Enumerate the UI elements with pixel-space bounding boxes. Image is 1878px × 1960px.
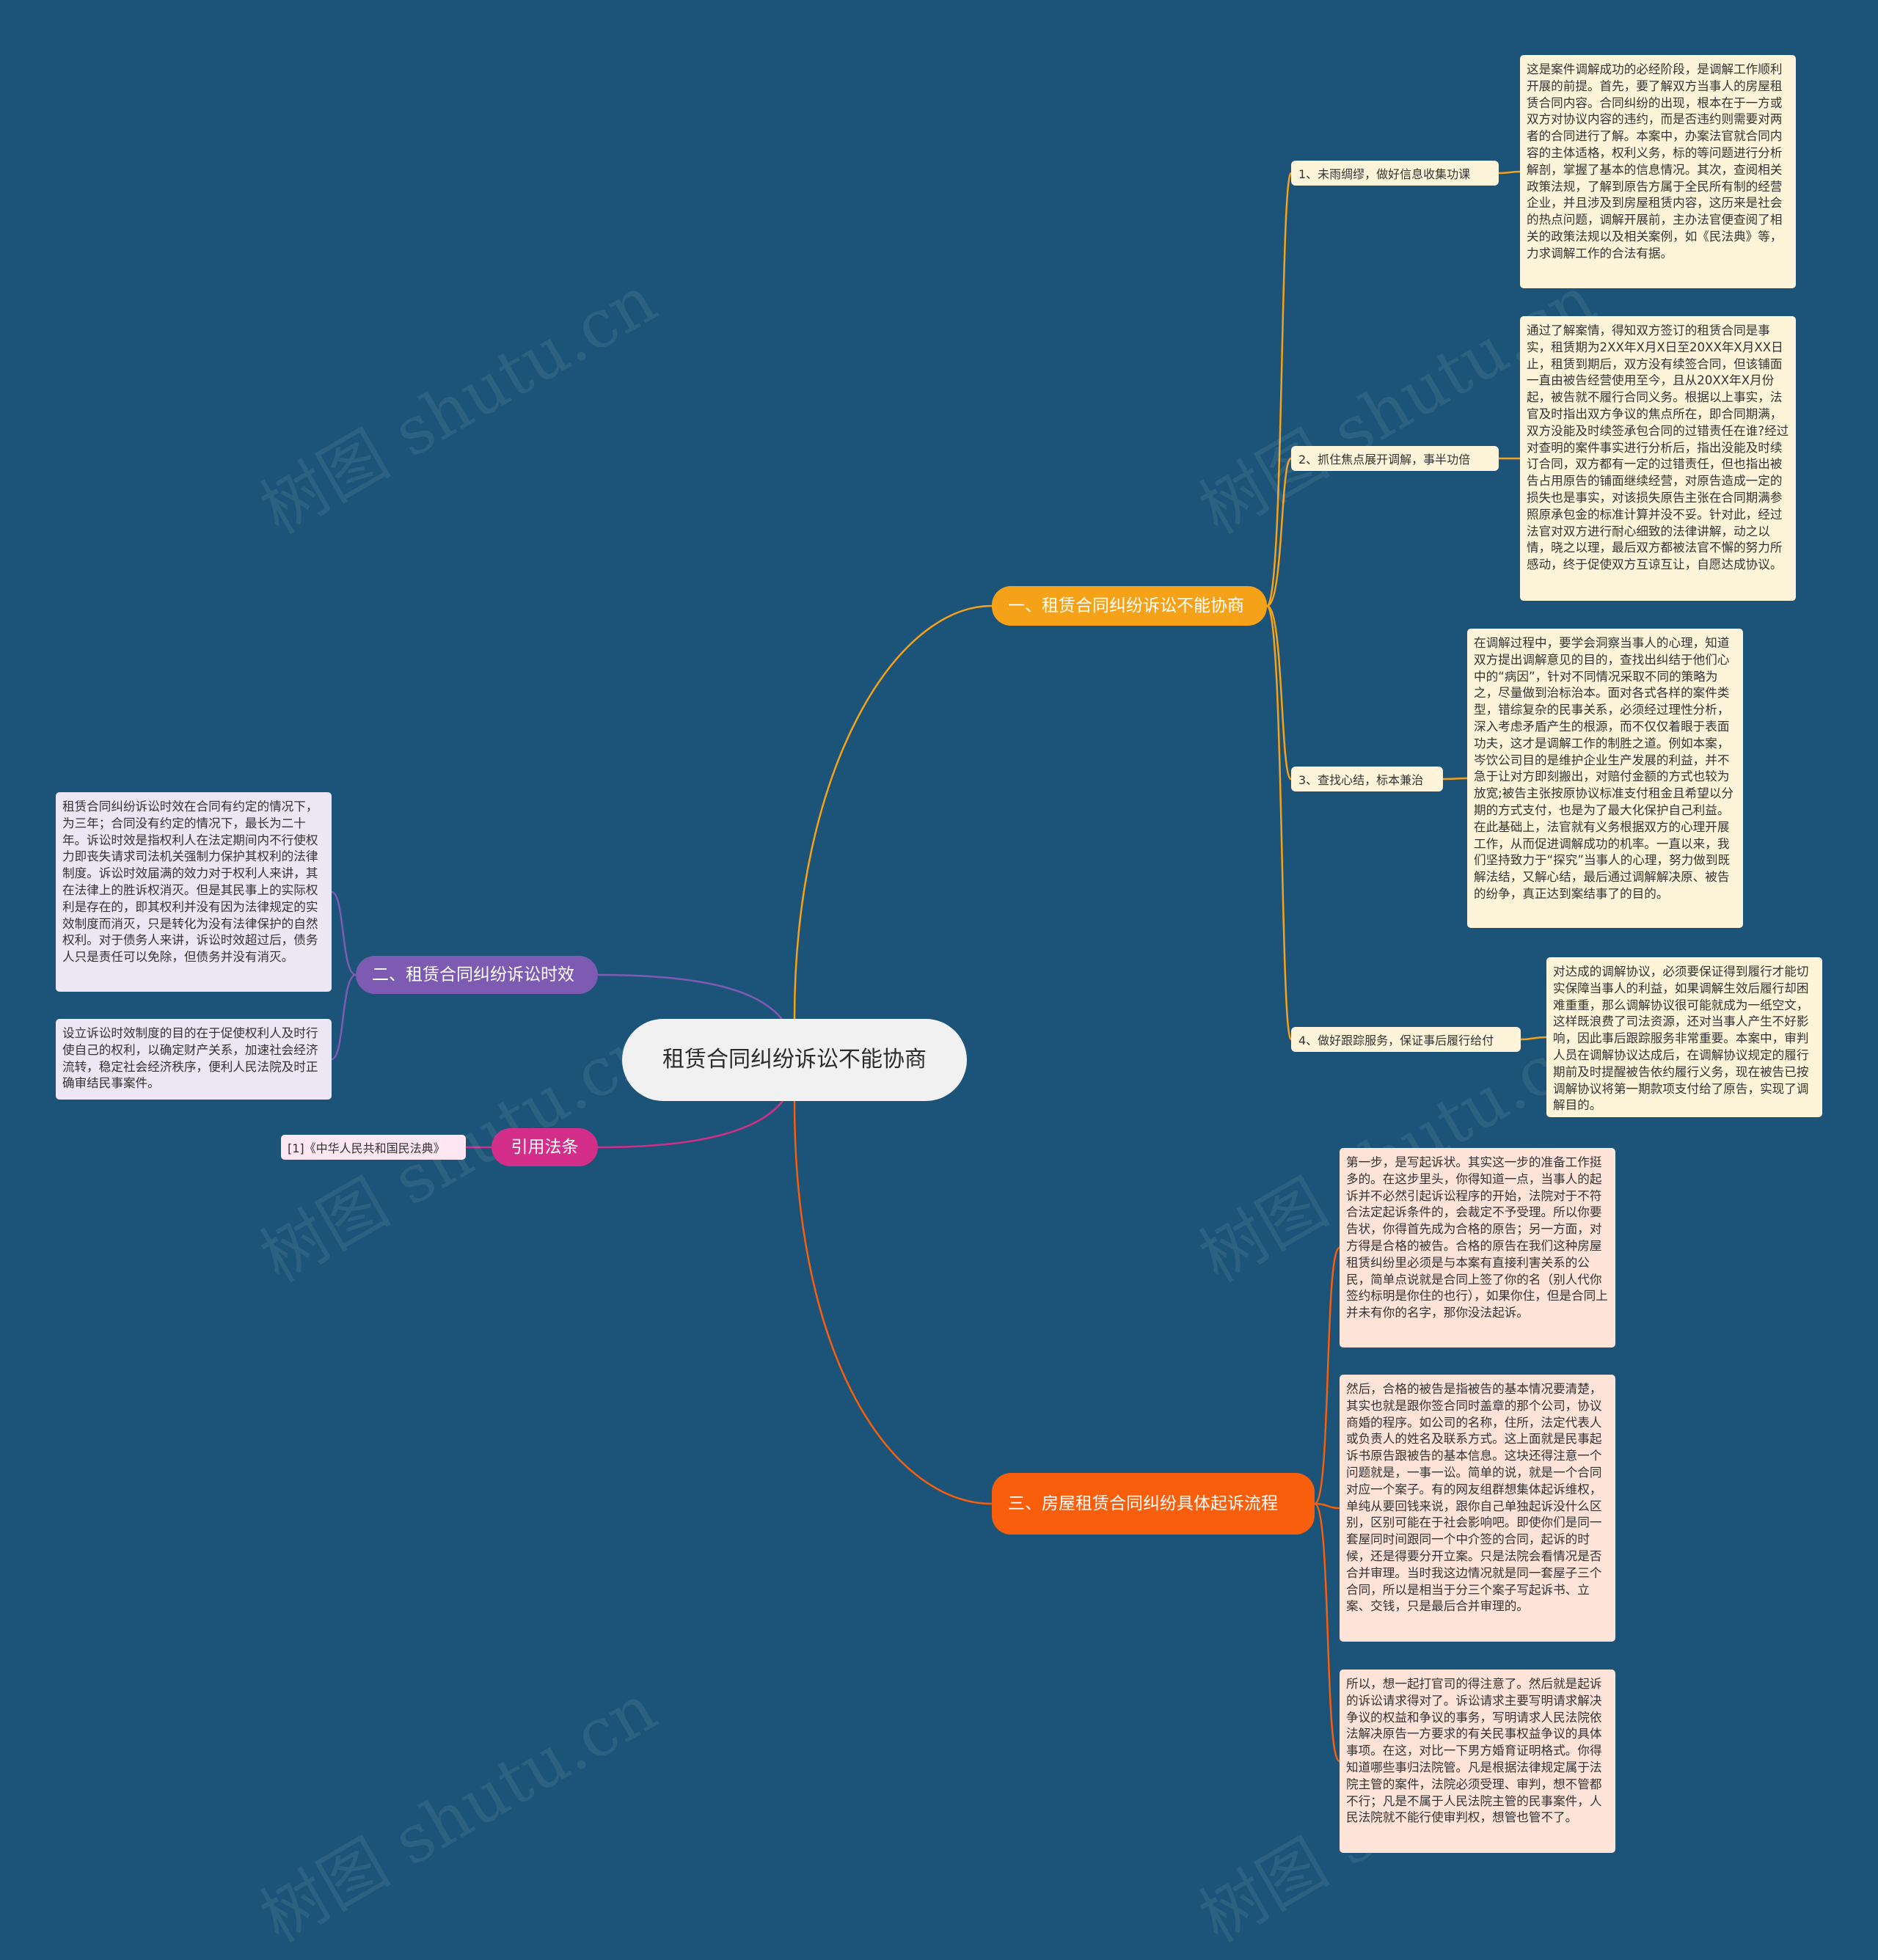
- link-b1-s13: [1266, 604, 1293, 780]
- note-step-one: 第一步，是写起诉状。其实这一步的准备工作挺多的。在这步里头，你得知道一点，当事人…: [1340, 1148, 1615, 1348]
- note-info-gathering: 这是案件调解成功的必经阶段，是调解工作顺利开展的前提。首先，要了解双方当事人的房…: [1520, 55, 1796, 288]
- branch-cited-law[interactable]: 引用法条: [492, 1128, 598, 1166]
- note-focus-mediation: 通过了解案情，得知双方签订的租赁合同是事实，租赁期为2XX年X月X日至20XX年…: [1520, 316, 1796, 601]
- link-b4-n42: [1314, 1502, 1340, 1510]
- link-s11-n11: [1498, 170, 1521, 175]
- note-find-knot: 在调解过程中，要学会洞察当事人的心理，知道双方提出调解意见的目的，查找出纠结于他…: [1467, 629, 1743, 928]
- branch-limitation-period[interactable]: 二、租赁合同纠纷诉讼时效: [356, 956, 598, 994]
- subtopic-follow-up[interactable]: 4、做好跟踪服务，保证事后履行给付: [1291, 1027, 1521, 1052]
- link-b2-n21: [331, 891, 357, 976]
- connector-lines: [331, 170, 1547, 1763]
- link-root-b2: [597, 973, 786, 1024]
- link-b1-s11: [1265, 172, 1293, 607]
- branch-not-negotiable[interactable]: 一、租赁合同纠纷诉讼不能协商: [992, 586, 1267, 626]
- link-b1-s14: [1265, 604, 1293, 1041]
- note-limitation-purpose: 设立诉讼时效制度的目的在于促使权利人及时行使自己的权利，以确定财产关系，加速社会…: [56, 1019, 332, 1100]
- link-b4-n43: [1313, 1502, 1341, 1763]
- subtopic-info-gathering[interactable]: 1、未雨绸缪，做好信息收集功课: [1291, 161, 1499, 186]
- note-limitation-period: 租赁合同纠纷诉讼时效在合同有约定的情况下，为三年；合同没有约定的情况下，最长为二…: [56, 792, 332, 992]
- link-b4-n41: [1313, 1246, 1341, 1505]
- link-root-b4: [793, 1100, 993, 1505]
- link-b1-s12: [1266, 457, 1293, 607]
- root-node[interactable]: 租赁合同纠纷诉讼不能协商: [622, 1019, 967, 1101]
- note-claims: 所以，想一起打官司的得注意了。然后就是起诉的诉讼请求得对了。诉讼请求主要写明请求…: [1340, 1670, 1615, 1853]
- link-root-b3: [597, 1097, 786, 1149]
- link-b2-n22: [331, 973, 357, 1061]
- cited-law-item[interactable]: [1]《中华人民共和国民法典》: [281, 1135, 466, 1160]
- branch-lawsuit-process[interactable]: 三、房屋租赁合同纠纷具体起诉流程: [992, 1473, 1315, 1535]
- link-s13-n13: [1442, 777, 1468, 780]
- subtopic-find-knot[interactable]: 3、查找心结，标本兼治: [1291, 767, 1443, 791]
- note-defendant: 然后，合格的被告是指被告的基本情况要清楚，其实也就是跟你签合同时盖章的那个公司，…: [1340, 1375, 1615, 1642]
- subtopic-focus-mediation[interactable]: 2、抓住焦点展开调解，事半功倍: [1291, 446, 1499, 471]
- note-follow-up: 对达成的调解协议，必须要保证得到履行才能切实保障当事人的利益，如果调解生效后履行…: [1546, 957, 1822, 1117]
- link-root-b1: [793, 604, 993, 1020]
- link-s14-n14: [1520, 1036, 1547, 1041]
